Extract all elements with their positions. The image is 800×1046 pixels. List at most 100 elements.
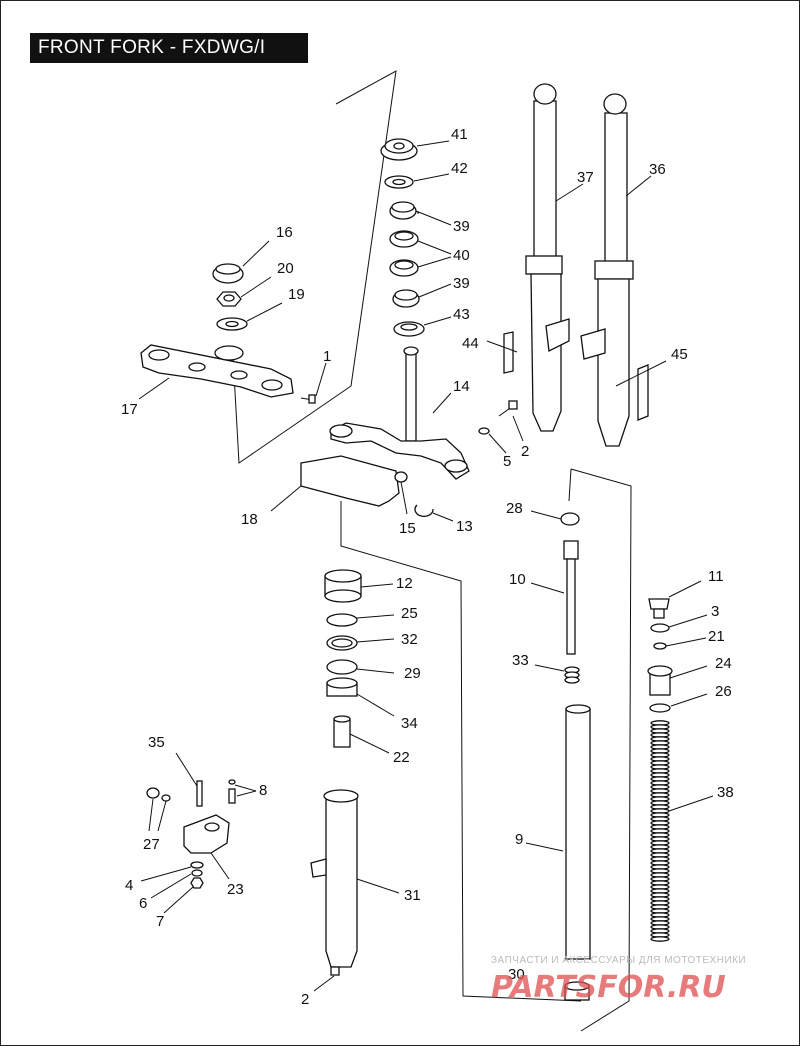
label-22: 22 bbox=[393, 749, 410, 766]
watermark-tagline: ЗАПЧАСТИ И АКСЕССУАРЫ ДЛЯ МОТОТЕХНИКИ bbox=[491, 955, 746, 966]
label-16: 16 bbox=[276, 224, 293, 241]
part-29-bushing bbox=[326, 659, 395, 675]
part-8-screw bbox=[228, 779, 257, 804]
label-6: 6 bbox=[139, 895, 147, 912]
label-10: 10 bbox=[509, 571, 526, 588]
part-22-stop bbox=[333, 715, 390, 754]
part-33-rebound-spring bbox=[534, 664, 580, 684]
label-26: 26 bbox=[715, 683, 732, 700]
label-39-upper: 39 bbox=[453, 218, 470, 235]
label-18: 18 bbox=[241, 511, 258, 528]
part-44-plate bbox=[486, 331, 518, 374]
part-18-cover bbox=[270, 455, 400, 512]
label-33: 33 bbox=[512, 652, 529, 669]
label-7: 7 bbox=[156, 913, 164, 930]
label-17: 17 bbox=[121, 401, 138, 418]
label-45: 45 bbox=[671, 346, 688, 363]
label-40: 40 bbox=[453, 247, 470, 264]
label-4: 4 bbox=[125, 877, 133, 894]
label-32: 32 bbox=[401, 631, 418, 648]
part-39-bearing-upper bbox=[389, 201, 452, 226]
label-2-upper: 2 bbox=[521, 443, 529, 460]
part-10-damper-tube bbox=[530, 540, 579, 655]
part-30-bushing bbox=[564, 981, 590, 1001]
label-15: 15 bbox=[399, 520, 416, 537]
part-14-lower-bracket-stem bbox=[329, 346, 524, 480]
part-31-fork-slider bbox=[310, 789, 400, 968]
part-41-stem-nut bbox=[380, 138, 450, 161]
part-34-bushing bbox=[326, 677, 395, 717]
part-2-drain-screw bbox=[313, 966, 340, 992]
label-12: 12 bbox=[396, 575, 413, 592]
part-12-seal bbox=[324, 569, 394, 603]
part-11-bolt bbox=[648, 580, 702, 619]
spring-coil bbox=[650, 936, 670, 942]
part-35-stud bbox=[175, 752, 203, 807]
part-21-o-ring bbox=[653, 637, 707, 650]
part-20-nut bbox=[216, 276, 272, 307]
part-13-retaining-ring bbox=[414, 504, 454, 522]
part-42-washer bbox=[384, 173, 450, 189]
part-15-plug bbox=[394, 471, 408, 515]
label-42: 42 bbox=[451, 160, 468, 177]
part-23-clamp bbox=[183, 814, 230, 880]
part-3-washer bbox=[650, 614, 708, 633]
part-7-nut bbox=[163, 877, 204, 914]
label-28: 28 bbox=[506, 500, 523, 517]
label-27: 27 bbox=[143, 836, 160, 853]
label-34: 34 bbox=[401, 715, 418, 732]
label-3: 3 bbox=[711, 603, 719, 620]
label-41: 41 bbox=[451, 126, 468, 143]
label-31: 31 bbox=[404, 887, 421, 904]
watermark-logo: PARTSFOR.RU bbox=[491, 970, 726, 1005]
label-2-lower: 2 bbox=[301, 991, 309, 1008]
label-25: 25 bbox=[401, 605, 418, 622]
leader-38 bbox=[668, 795, 714, 812]
label-36: 36 bbox=[649, 161, 666, 178]
part-27-screw bbox=[146, 787, 171, 832]
part-16-cap bbox=[212, 240, 270, 284]
page-title: FRONT FORK - FXDWG/I bbox=[30, 33, 308, 63]
watermark: ЗАПЧАСТИ И АКСЕССУАРЫ ДЛЯ МОТОТЕХНИКИ PA… bbox=[491, 955, 746, 1005]
part-19-washer bbox=[216, 302, 283, 331]
label-11: 11 bbox=[708, 568, 724, 585]
label-30: 30 bbox=[508, 966, 525, 983]
part-45-plate bbox=[615, 360, 667, 421]
part-28-retaining-ring bbox=[530, 510, 580, 526]
label-5: 5 bbox=[503, 453, 511, 470]
label-29: 29 bbox=[404, 665, 421, 682]
part-39-bearing-lower bbox=[392, 283, 452, 308]
label-13: 13 bbox=[456, 518, 473, 535]
group-outline-lines bbox=[232, 70, 632, 1032]
label-21: 21 bbox=[708, 628, 725, 645]
part-6-washer bbox=[150, 869, 203, 899]
part-1-screw bbox=[300, 362, 327, 404]
label-23: 23 bbox=[227, 881, 244, 898]
part-2-bolt bbox=[498, 400, 524, 442]
label-37: 37 bbox=[577, 169, 594, 186]
part-5-washer bbox=[478, 427, 507, 454]
part-4-washer bbox=[140, 861, 204, 882]
label-1: 1 bbox=[323, 348, 331, 365]
label-39-lower: 39 bbox=[453, 275, 470, 292]
part-40-race-lower bbox=[389, 256, 452, 277]
label-20: 20 bbox=[277, 260, 294, 277]
part-9-fork-tube bbox=[525, 704, 591, 960]
label-19: 19 bbox=[288, 286, 305, 303]
part-17-upper-fork-bracket bbox=[138, 344, 327, 404]
label-9: 9 bbox=[515, 831, 523, 848]
label-38: 38 bbox=[717, 784, 734, 801]
label-24: 24 bbox=[715, 655, 732, 672]
part-25-retaining-ring bbox=[326, 613, 395, 627]
label-43: 43 bbox=[453, 306, 470, 323]
label-44: 44 bbox=[462, 335, 479, 352]
part-number-labels: 41 42 39 40 39 43 16 20 19 1 17 44 14 2 … bbox=[121, 126, 734, 1008]
part-32-washer bbox=[326, 635, 395, 651]
part-24-fork-cap bbox=[647, 665, 708, 696]
part-36-right-fork-slider bbox=[580, 93, 652, 447]
part-26-o-ring bbox=[649, 693, 708, 713]
label-35: 35 bbox=[148, 734, 165, 751]
part-43-seal bbox=[393, 316, 452, 337]
